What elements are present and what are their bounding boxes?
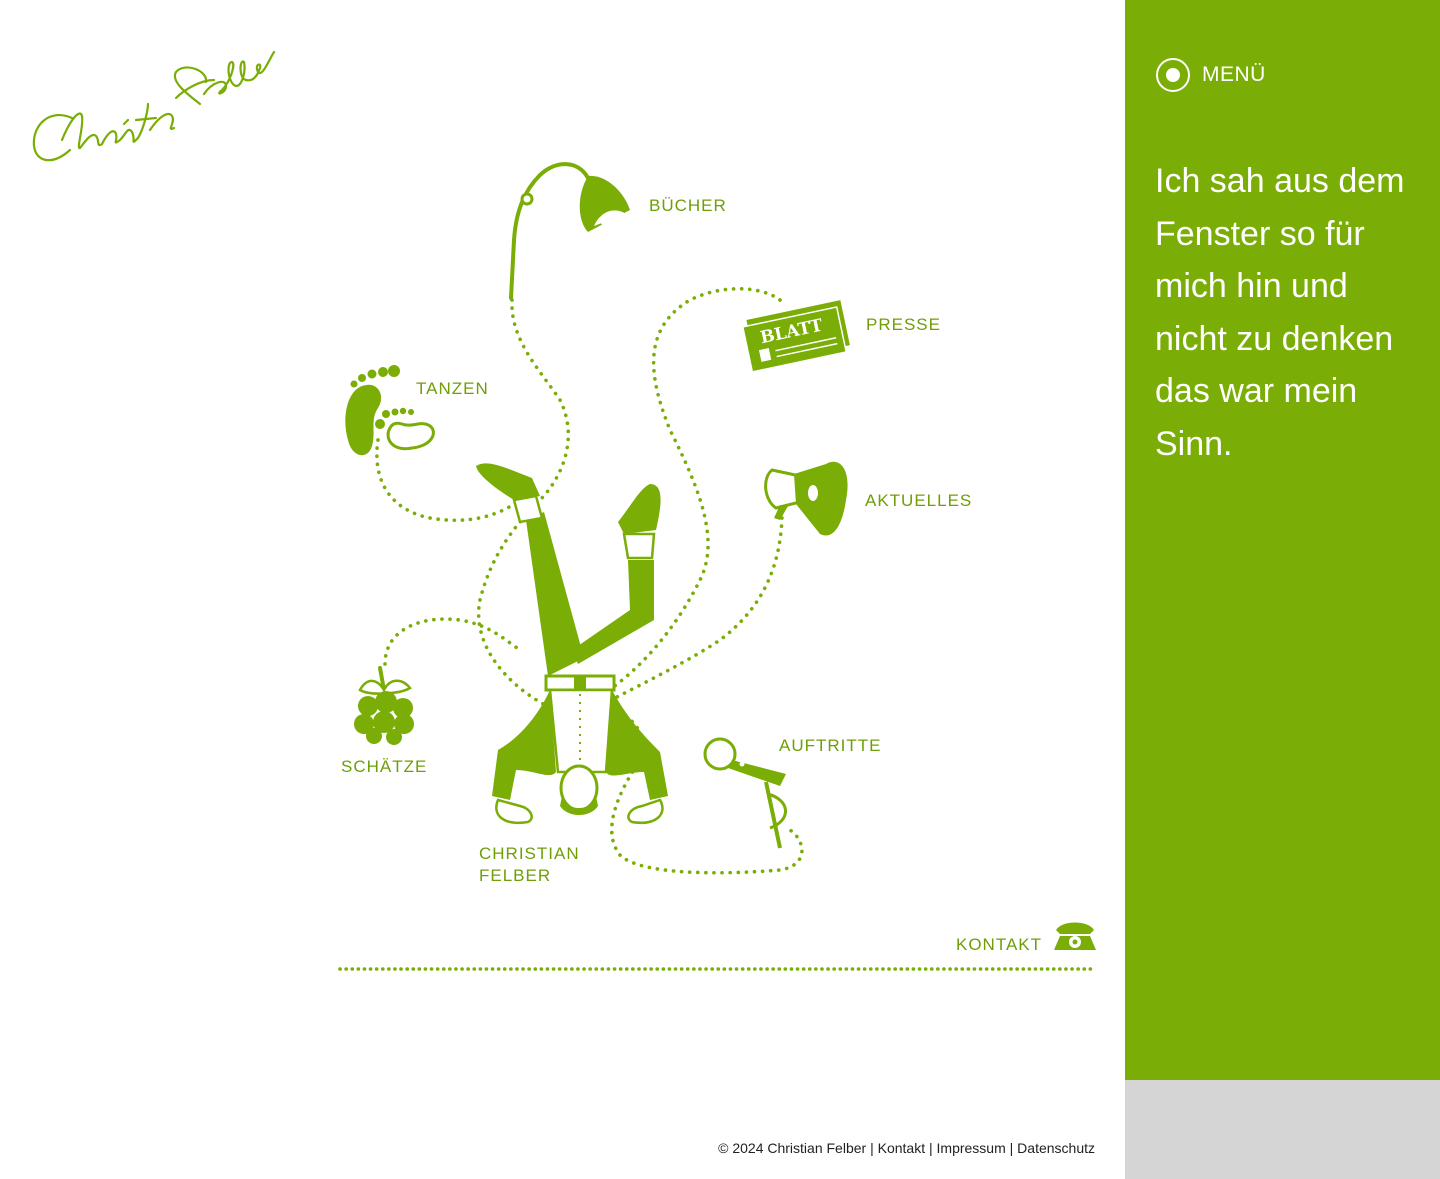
- footer-separator: |: [928, 1140, 933, 1156]
- footer-link-datenschutz[interactable]: Datenschutz: [1017, 1140, 1095, 1156]
- nav-presse[interactable]: PRESSE: [866, 315, 941, 334]
- nav-christian-felber-line1[interactable]: CHRISTIAN: [479, 844, 580, 863]
- megaphone-icon[interactable]: [764, 461, 848, 536]
- microphone-icon[interactable]: [703, 737, 787, 849]
- footer-copyright: © 2024 Christian Felber: [718, 1140, 867, 1156]
- menu-label: MENÜ: [1202, 63, 1266, 86]
- dotted-trails: [375, 286, 804, 875]
- nav-tanzen[interactable]: TANZEN: [416, 379, 489, 398]
- menu-button[interactable]: MENÜ: [1156, 56, 1266, 94]
- footer: © 2024 Christian Felber | Kontakt | Impr…: [718, 1140, 1095, 1156]
- footer-link-impressum[interactable]: Impressum: [936, 1140, 1006, 1156]
- footer-link-kontakt[interactable]: Kontakt: [877, 1140, 926, 1156]
- footprints-icon[interactable]: [345, 365, 435, 456]
- nav-buecher[interactable]: BÜCHER: [649, 196, 727, 215]
- lamp-icon[interactable]: [509, 162, 630, 300]
- footer-separator: |: [1009, 1140, 1014, 1156]
- footer-separator: |: [870, 1140, 874, 1156]
- sidebar-quote: Ich sah aus dem Fenster so für mich hin …: [1155, 162, 1405, 463]
- raspberry-icon[interactable]: [354, 666, 414, 745]
- signature-logo[interactable]: [32, 50, 276, 162]
- sidebar: [1125, 0, 1440, 1080]
- nav-aktuelles[interactable]: AKTUELLES: [865, 491, 973, 510]
- menu-radio-icon: [1156, 58, 1190, 92]
- upside-down-man-illustration[interactable]: [476, 463, 668, 825]
- nav-kontakt[interactable]: KONTAKT: [956, 935, 1043, 954]
- nav-auftritte[interactable]: AUFTRITTE: [779, 736, 882, 755]
- main-stage: BLATT: [32, 50, 1097, 971]
- nav-schaetze[interactable]: SCHÄTZE: [341, 757, 428, 776]
- sidebar-bottom-panel: [1125, 1080, 1440, 1179]
- newspaper-icon[interactable]: BLATT: [741, 300, 852, 373]
- nav-christian-felber-line2[interactable]: FELBER: [479, 866, 552, 885]
- telephone-icon[interactable]: [1054, 922, 1096, 951]
